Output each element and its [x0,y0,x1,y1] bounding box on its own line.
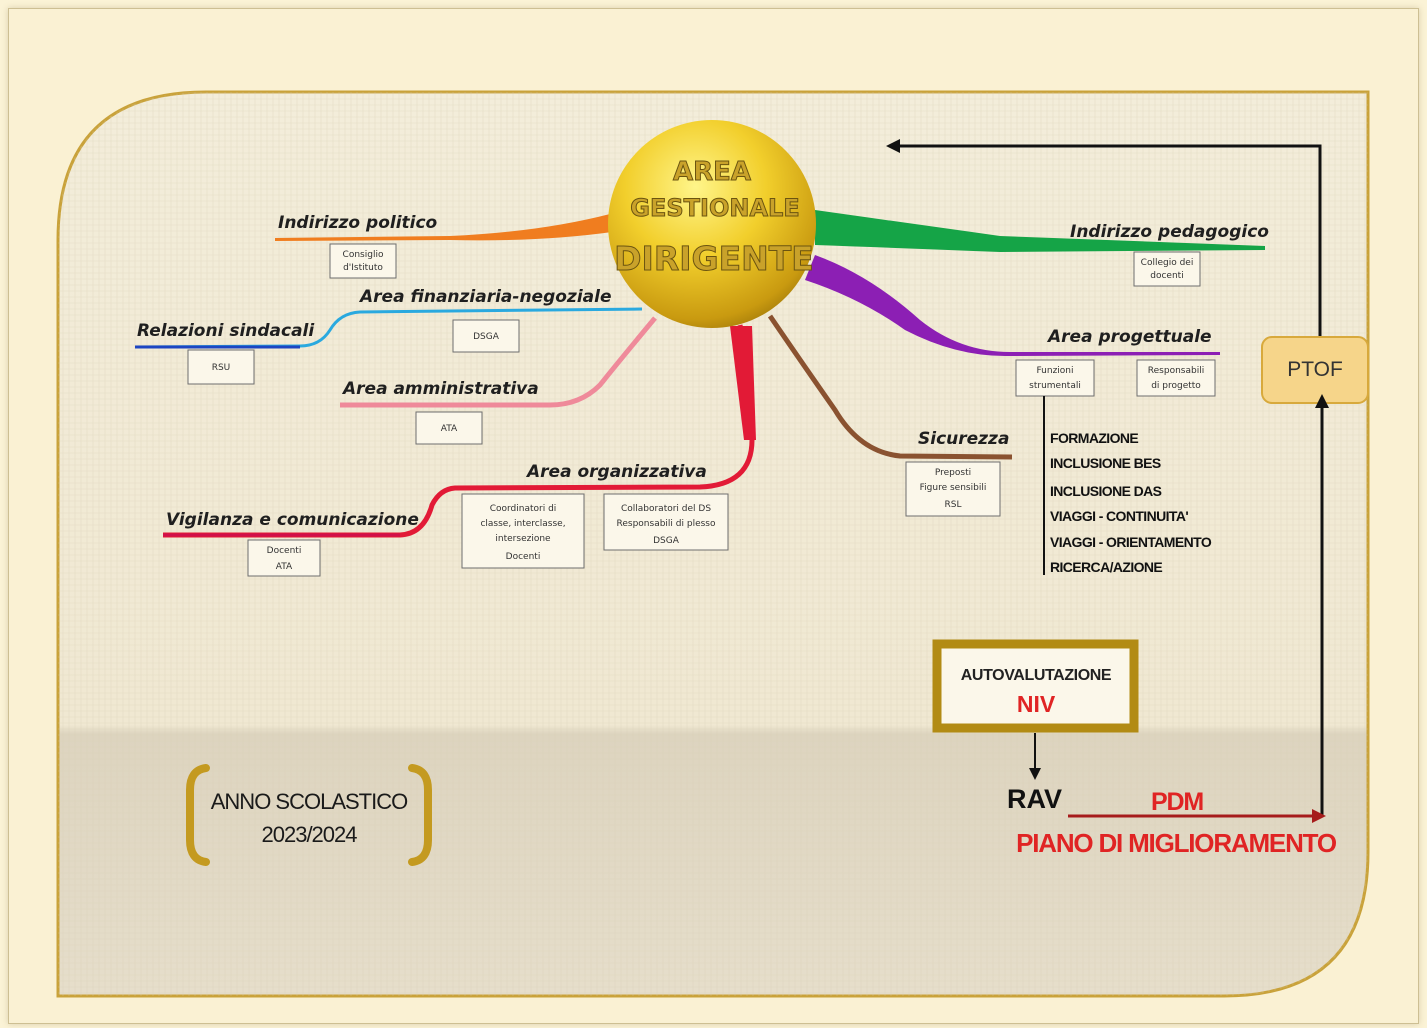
label-relazioni-sindacali: Relazioni sindacali [137,321,315,341]
svg-text:di progetto: di progetto [1151,381,1201,391]
detail-boxes: Consiglio d'Istituto DSGA RSU ATA Coordi… [187,243,1216,577]
svg-text:Docenti: Docenti [506,552,541,562]
svg-text:Responsabili di plesso: Responsabili di plesso [617,519,716,529]
svg-text:ATA: ATA [276,562,293,572]
svg-text:ATA: ATA [441,424,458,434]
arrow-head-right-icon [1312,809,1326,823]
box-collaboratori: Collaboratori del DS Responsabili di ple… [603,493,729,551]
list-item: VIAGGI - ORIENTAMENTO [1050,534,1212,550]
branch-area-finanziaria [134,307,643,349]
box-preposti: Preposti Figure sensibili RSL [905,461,1001,517]
center-line1: AREA [673,157,751,187]
anno-line2: 2023/2024 [262,822,358,847]
box-rsu: RSU [187,349,255,385]
svg-text:classe, interclasse,: classe, interclasse, [480,519,565,529]
box-ata: ATA [415,411,483,445]
autovalutazione-title: AUTOVALUTAZIONE [961,667,1112,684]
label-area-organizzativa: Area organizzativa [525,462,707,482]
center-line3: DIRIGENTE [614,239,814,278]
list-item: RICERCA/AZIONE [1050,559,1162,575]
label-vigilanza: Vigilanza e comunicazione [166,510,419,530]
svg-text:Responsabili: Responsabili [1148,366,1204,376]
anno-line1: ANNO SCOLASTICO [211,789,408,814]
branch-area-amministrativa [340,316,657,408]
svg-text:Docenti: Docenti [267,546,302,556]
svg-text:Consiglio: Consiglio [343,250,384,260]
box-collegio: Collegio dei docenti [1133,251,1201,287]
label-indirizzo-politico: Indirizzo politico [278,213,438,233]
list-item: FORMAZIONE [1050,430,1138,446]
list-item: VIAGGI - CONTINUITA' [1050,508,1188,524]
arrow-head-up-icon [1315,394,1329,408]
bracket-left [186,764,210,866]
svg-text:Funzioni: Funzioni [1036,366,1073,376]
box-coordinatori: Coordinatori di classe, interclasse, int… [461,493,585,569]
central-node: AREA GESTIONALE DIRIGENTE [608,120,816,328]
center-line2: GESTIONALE [630,194,799,222]
svg-text:RSU: RSU [212,363,231,373]
pdm-short-label: PDM [1151,788,1203,816]
box-funzioni-strumentali: Funzioni strumentali [1015,359,1095,397]
pdm-to-ptof-arrow [1315,394,1329,816]
svg-text:DSGA: DSGA [653,536,680,546]
ptof-label: PTOF [1287,358,1343,381]
svg-text:strumentali: strumentali [1029,381,1081,391]
svg-text:DSGA: DSGA [473,332,500,342]
branch-indirizzo-politico [275,214,612,241]
label-area-progettuale: Area progettuale [1046,327,1212,347]
label-indirizzo-pedagogico: Indirizzo pedagogico [1070,222,1269,242]
pdm-full-label: PIANO DI MIGLIORAMENTO [1016,828,1337,858]
branch-area-organizzativa-top [730,326,756,440]
arrow-head-down-icon [1029,768,1041,780]
svg-text:Figure sensibili: Figure sensibili [920,483,987,493]
rav-to-pdm-arrow [1068,809,1326,823]
box-docenti-ata: Docenti ATA [247,539,321,577]
branch-area-progettuale [805,255,1220,356]
ptof-feedback-arrow [886,139,1322,338]
branch-labels: Indirizzo politico Area finanziaria-nego… [137,213,1269,530]
branch-sicurezza [767,314,1013,460]
svg-text:Coordinatori di: Coordinatori di [490,504,557,514]
autovalutazione-box: AUTOVALUTAZIONE NIV [932,639,1139,733]
label-sicurezza: Sicurezza [918,429,1009,449]
niv-to-rav-arrow [1029,733,1041,780]
label-area-amministrativa: Area amministrativa [341,379,539,399]
box-dsga: DSGA [452,319,520,353]
anno-scolastico-badge: ANNO SCOLASTICO 2023/2024 [186,764,432,866]
svg-text:RSL: RSL [945,500,962,510]
list-item: INCLUSIONE DAS [1050,483,1162,499]
list-item: INCLUSIONE BES [1050,455,1161,471]
box-responsabili-progetto: Responsabili di progetto [1136,359,1216,397]
svg-text:d'Istituto: d'Istituto [343,263,383,273]
label-area-finanziaria: Area finanziaria-negoziale [358,287,611,307]
funzioni-list: FORMAZIONE INCLUSIONE BES INCLUSIONE DAS… [1043,396,1212,575]
svg-text:docenti: docenti [1150,271,1183,281]
svg-text:Preposti: Preposti [935,468,971,478]
svg-text:Collegio dei: Collegio dei [1141,258,1194,268]
svg-text:intersezione: intersezione [495,534,551,544]
branch-lines [134,210,1265,538]
niv-label: NIV [1017,691,1056,717]
bracket-right [408,764,432,866]
arrow-head-left-icon [886,139,900,153]
rav-label: RAV [1007,784,1062,814]
ptof-node: PTOF [1261,336,1369,404]
center-sphere [608,120,816,328]
branch-indirizzo-pedagogico [815,210,1265,252]
box-consiglio: Consiglio d'Istituto [329,243,397,279]
svg-text:Collaboratori del DS: Collaboratori del DS [621,504,711,514]
